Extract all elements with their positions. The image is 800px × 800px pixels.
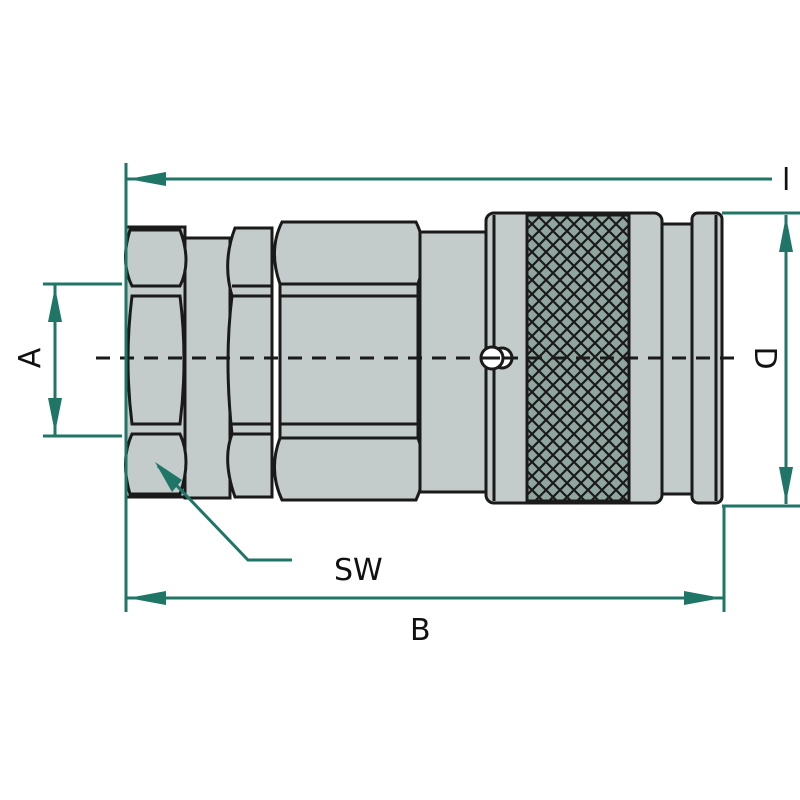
label-overall-length: l [782, 163, 790, 198]
hex-nut-1 [124, 225, 188, 499]
coupling-body [124, 211, 724, 505]
label-outer-diameter: D [747, 346, 782, 369]
locking-sleeve [484, 211, 664, 505]
label-wrench-size: SW [334, 553, 383, 588]
dimension-lines [43, 163, 800, 612]
label-thread-size: A [13, 347, 48, 368]
label-body-length: B [410, 613, 431, 648]
neck [418, 230, 488, 494]
sw-leader [156, 464, 292, 562]
hex-body-large [272, 220, 426, 502]
hex-nut-2 [226, 226, 274, 499]
sleeve-1 [183, 236, 232, 500]
